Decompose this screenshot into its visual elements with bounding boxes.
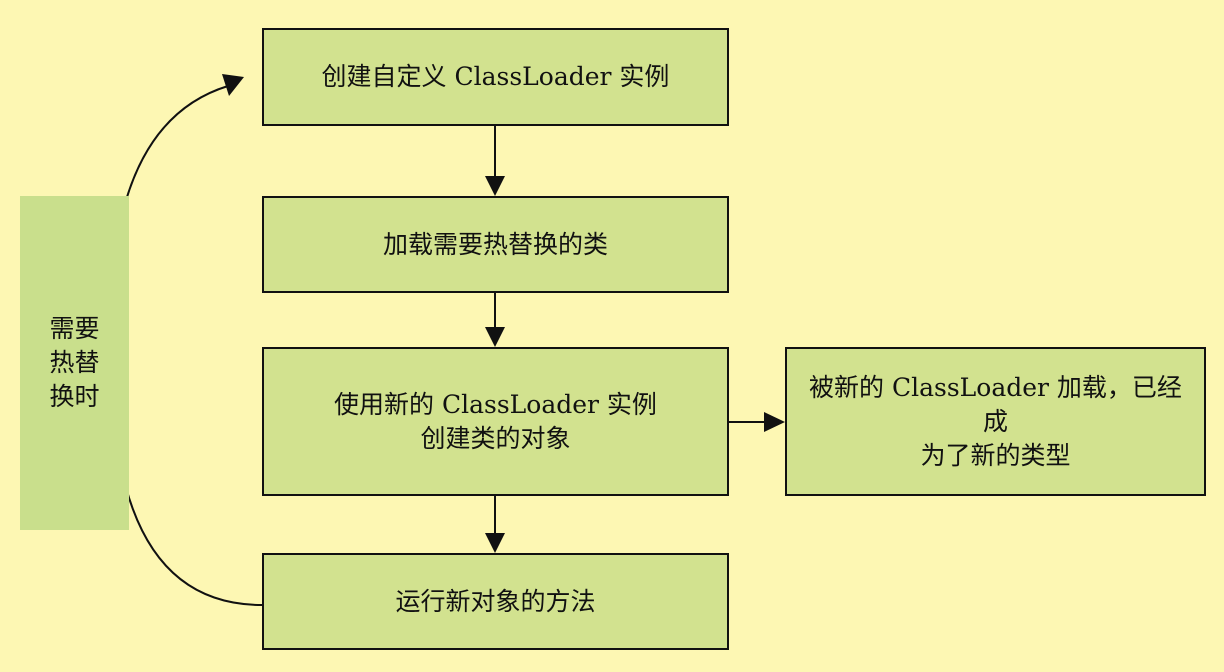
loop-label: 需要热替换时	[20, 196, 129, 530]
node-create-objects-line2: 创建类的对象	[420, 423, 571, 453]
node-create-classloader: 创建自定义 ClassLoader 实例	[262, 28, 729, 126]
loop-arrow	[108, 74, 263, 606]
node-create-classloader-text: 创建自定义 ClassLoader 实例	[321, 62, 670, 91]
arrow-create-to-load	[485, 126, 505, 196]
arrow-create-objects-to-run	[485, 496, 505, 553]
node-load-classes: 加载需要热替换的类	[262, 196, 729, 293]
node-create-objects: 使用新的 ClassLoader 实例 创建类的对象	[262, 347, 729, 496]
arrow-create-objects-to-new-type	[728, 412, 785, 432]
node-create-objects-line1: 使用新的 ClassLoader 实例	[334, 389, 657, 419]
node-run-methods-text: 运行新对象的方法	[395, 586, 596, 616]
arrow-load-to-create-objects	[485, 293, 505, 347]
node-new-type-line2: 为了新的类型	[920, 440, 1071, 470]
node-load-classes-text: 加载需要热替换的类	[382, 229, 608, 259]
node-new-type-line1: 被新的 ClassLoader 加载，已经成	[809, 372, 1182, 436]
node-new-type: 被新的 ClassLoader 加载，已经成 为了新的类型	[785, 347, 1206, 496]
loop-label-text: 需要热替换时	[49, 314, 100, 411]
node-run-methods: 运行新对象的方法	[262, 553, 729, 650]
